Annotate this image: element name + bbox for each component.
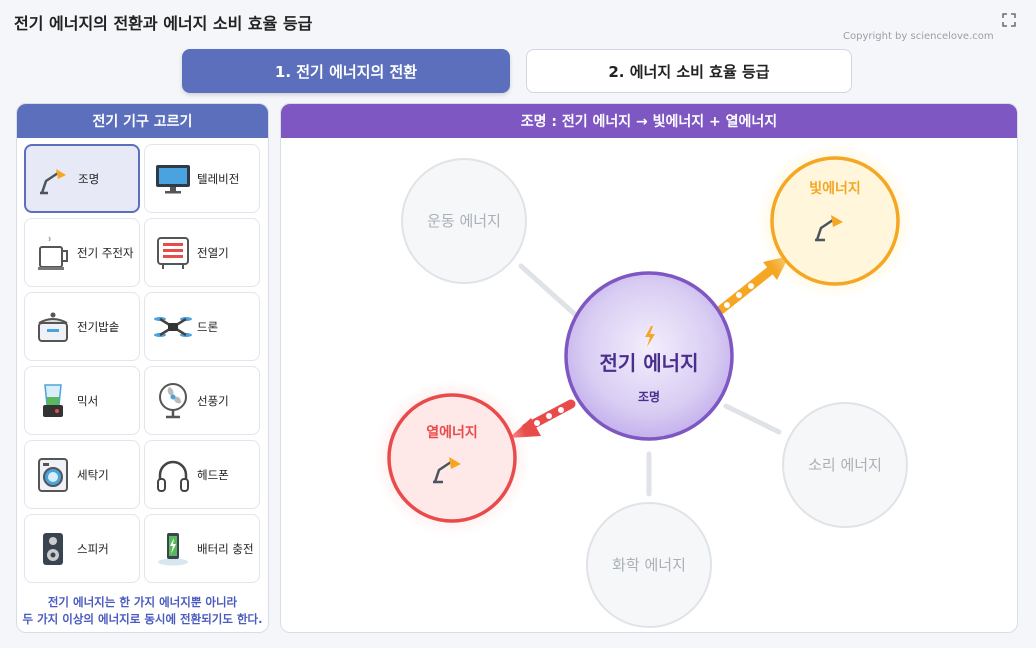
- fullscreen-icon[interactable]: [1002, 12, 1016, 27]
- device-card-tv[interactable]: 텔레비전: [144, 144, 260, 213]
- node-chemical-energy: 화학 에너지: [586, 502, 712, 628]
- conversion-panel-header: 조명 : 전기 에너지 → 빛에너지 + 열에너지: [281, 104, 1017, 138]
- device-label: 전기 주전자: [77, 245, 134, 260]
- node-light-energy: 빛에너지: [757, 143, 913, 299]
- node-sound-label: 소리 에너지: [808, 456, 882, 474]
- device-card-headphones[interactable]: 헤드폰: [144, 440, 260, 509]
- footnote-line-1: 전기 에너지는 한 가지 에너지뿐 아니라: [47, 595, 238, 609]
- connector-sound: [723, 403, 782, 435]
- speaker-icon: [33, 529, 73, 569]
- node-motion-label: 운동 에너지: [427, 212, 501, 230]
- node-heat-energy: 열에너지: [374, 380, 530, 536]
- heater-icon: [153, 233, 193, 273]
- conversion-panel: 조명 : 전기 에너지 → 빛에너지 + 열에너지 운동 에너지: [280, 103, 1018, 633]
- device-label: 전열기: [197, 245, 229, 260]
- device-card-battery-charge[interactable]: 배터리 충전: [144, 514, 260, 583]
- device-panel-header: 전기 기구 고르기: [17, 104, 268, 138]
- device-label: 배터리 충전: [197, 541, 254, 556]
- headphones-icon: [153, 455, 193, 495]
- device-label: 전기밥솥: [77, 319, 120, 334]
- device-label: 세탁기: [77, 467, 109, 482]
- node-light-label: 빛에너지: [809, 181, 861, 197]
- device-label: 텔레비전: [197, 171, 240, 186]
- mixer-icon: [33, 381, 73, 421]
- connector-motion: [518, 263, 582, 321]
- device-card-heater[interactable]: 전열기: [144, 218, 260, 287]
- device-label: 조명: [78, 171, 100, 186]
- lamp-icon: [815, 215, 843, 242]
- tab-efficiency-grade[interactable]: 2. 에너지 소비 효율 등급: [526, 49, 852, 93]
- tab-energy-conversion[interactable]: 1. 전기 에너지의 전환: [182, 49, 510, 93]
- device-card-rice-cooker[interactable]: 전기밥솥: [24, 292, 140, 361]
- node-center-sublabel: 조명: [638, 390, 660, 404]
- node-heat-label: 열에너지: [426, 424, 478, 441]
- lightning-icon: [645, 326, 655, 347]
- node-motion-energy: 운동 에너지: [401, 158, 527, 284]
- energy-diagram: 운동 에너지 소리 에너지 화학 에너지: [374, 143, 913, 628]
- device-card-lamp[interactable]: 조명: [24, 144, 140, 213]
- device-card-kettle[interactable]: 전기 주전자: [24, 218, 140, 287]
- device-label: 드론: [197, 319, 219, 334]
- node-electric-energy: 전기 에너지 조명: [564, 271, 734, 441]
- drone-icon: [153, 307, 193, 347]
- kettle-icon: [33, 233, 73, 273]
- app-title: 전기 에너지의 전환과 에너지 소비 효율 등급: [14, 14, 313, 33]
- device-grid: 조명 텔레비전 전기 주전자 전열기 전기밥솥: [24, 144, 260, 583]
- device-label: 스피커: [77, 541, 109, 556]
- node-chemical-label: 화학 에너지: [612, 556, 686, 574]
- copyright-text: Copyright by sciencelove.com: [843, 31, 994, 42]
- lamp-icon: [34, 159, 74, 199]
- device-card-speaker[interactable]: 스피커: [24, 514, 140, 583]
- device-label: 선풍기: [197, 393, 229, 408]
- fan-icon: [153, 381, 193, 421]
- battery-charge-icon: [153, 529, 193, 569]
- rice-cooker-icon: [33, 307, 73, 347]
- footnote-line-2: 두 가지 이상의 에너지로 동시에 전환되기도 한다.: [22, 612, 263, 626]
- node-sound-energy: 소리 에너지: [782, 402, 908, 528]
- device-card-mixer[interactable]: 믹서: [24, 366, 140, 435]
- device-label: 헤드폰: [197, 467, 229, 482]
- device-label: 믹서: [77, 393, 99, 408]
- footnote: 전기 에너지는 한 가지 에너지뿐 아니라 두 가지 이상의 에너지로 동시에 …: [0, 594, 285, 628]
- lamp-icon: [433, 457, 461, 484]
- device-card-fan[interactable]: 선풍기: [144, 366, 260, 435]
- node-center-label: 전기 에너지: [600, 351, 699, 375]
- device-card-drone[interactable]: 드론: [144, 292, 260, 361]
- device-panel: 전기 기구 고르기 조명 텔레비전 전기 주전자 전열기: [16, 103, 269, 633]
- tv-icon: [153, 159, 193, 199]
- washer-icon: [33, 455, 73, 495]
- device-card-washer[interactable]: 세탁기: [24, 440, 140, 509]
